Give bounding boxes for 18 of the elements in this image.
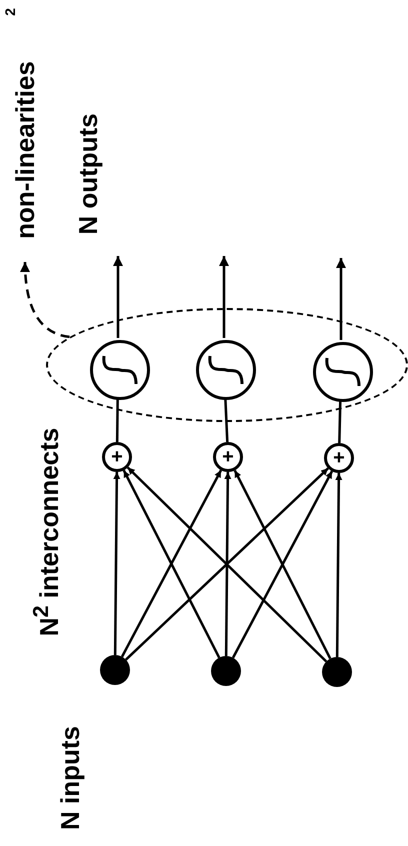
- summing-node: +: [102, 442, 132, 472]
- leader-line: [20, 262, 70, 338]
- page-number: 2: [3, 8, 17, 16]
- summing-node: +: [213, 442, 243, 472]
- arrow: [224, 472, 232, 656]
- annotation-text: N outputs: [75, 113, 101, 235]
- summing-node: +: [324, 443, 354, 473]
- arrow: [219, 256, 229, 338]
- arrow: [113, 256, 123, 338]
- annotation-text: non-linearities: [12, 61, 38, 239]
- input-dot: [100, 655, 130, 685]
- input-dot: [211, 656, 241, 686]
- arrow: [113, 472, 120, 656]
- input-dot: [322, 657, 352, 687]
- annotation-text: N inputs: [57, 726, 83, 830]
- dashed-ellipse: [46, 308, 408, 422]
- arrow: [336, 258, 346, 340]
- arrow: [335, 472, 342, 658]
